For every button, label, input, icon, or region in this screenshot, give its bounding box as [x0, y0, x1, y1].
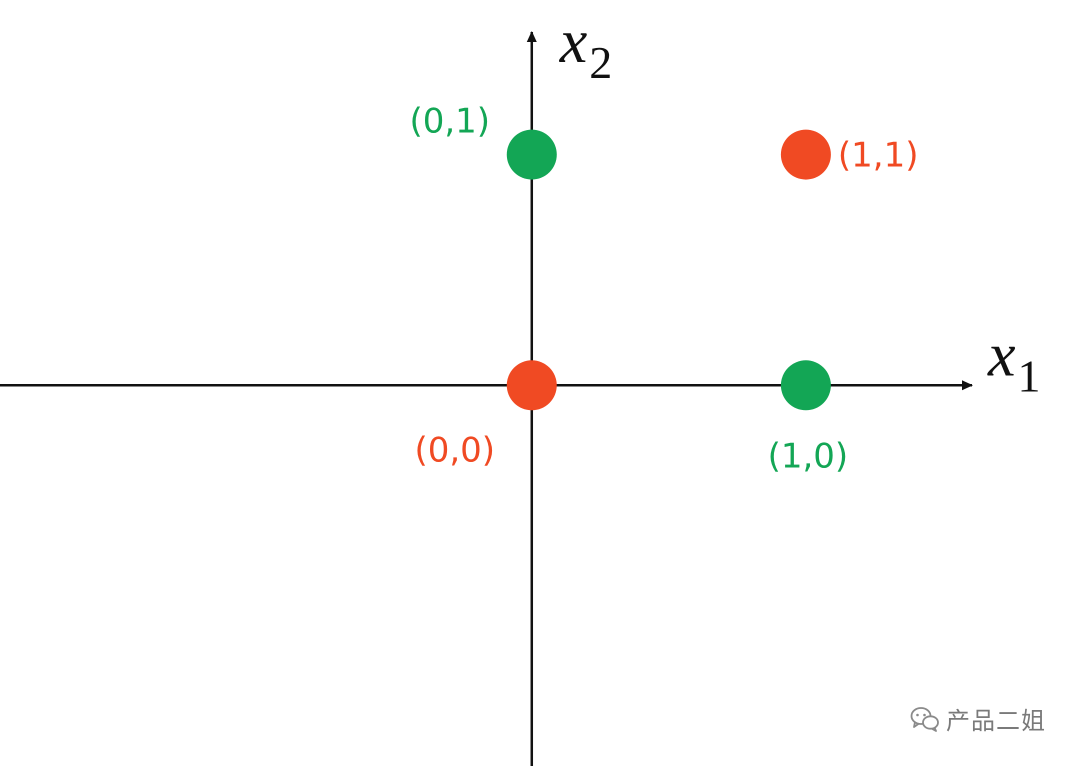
x2-axis-label: x2: [559, 8, 613, 88]
point-1-0: [780, 360, 831, 411]
point-0-0: [506, 360, 557, 411]
point-label-1-1: (1,1): [838, 136, 919, 176]
point-1-1: [780, 129, 831, 180]
point-label-0-0: (0,0): [414, 430, 495, 470]
watermark: 产品二姐: [910, 701, 1046, 736]
point-label-1-0: (1,0): [768, 436, 849, 476]
point-labels: (0,0) (0,1) (1,0) (1,1): [409, 102, 918, 477]
wechat-icon: [910, 706, 939, 732]
watermark-text: 产品二姐: [946, 707, 1046, 735]
point-0-1: [506, 129, 557, 180]
x1-axis-label: x1: [987, 321, 1041, 401]
data-points: [506, 129, 831, 411]
point-label-0-1: (0,1): [409, 102, 490, 142]
